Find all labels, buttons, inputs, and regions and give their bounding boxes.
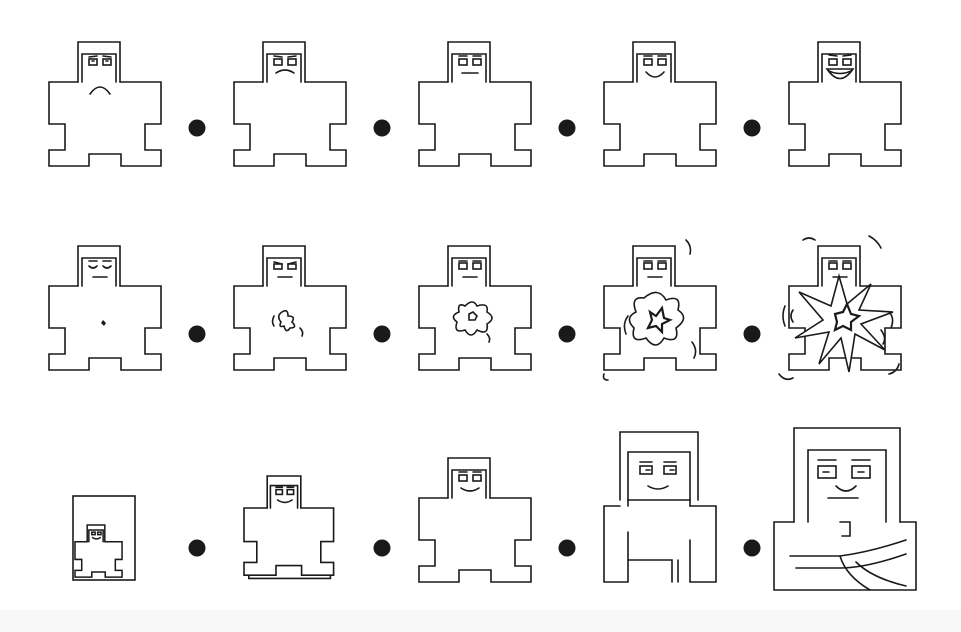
- separator-dot: [743, 539, 761, 557]
- separator-dot: [373, 119, 391, 137]
- figure-smile: [603, 41, 717, 167]
- figure-large-blob: [602, 239, 717, 381]
- figure-small-blob: [233, 245, 347, 371]
- figure-huge-bust-arms-crossed: [773, 427, 917, 591]
- separator-dot: [743, 119, 761, 137]
- separator-dot: [373, 325, 391, 343]
- separator-dot: [743, 325, 761, 343]
- row-inner-burst: [48, 235, 902, 381]
- figure-large-bust: [603, 431, 717, 583]
- separator-dot: [188, 119, 206, 137]
- figure-explosion: [778, 235, 902, 381]
- figure-neutral: [418, 41, 532, 167]
- bottom-band: [0, 610, 961, 632]
- separator-dot: [558, 119, 576, 137]
- figure-slight-frown: [233, 41, 347, 167]
- figure-medium-blob: [418, 245, 532, 371]
- separator-dot: [373, 539, 391, 557]
- figure-big-grin: [788, 41, 902, 167]
- separator-dot: [188, 539, 206, 557]
- separator-dot: [188, 325, 206, 343]
- row-mood: [48, 41, 902, 167]
- figure-tiny-in-frame: [72, 495, 136, 581]
- figure-small: [243, 475, 335, 580]
- row-growth: [72, 427, 917, 591]
- separator-dot: [558, 539, 576, 557]
- figure-frown: [48, 41, 162, 167]
- separator-dot: [558, 325, 576, 343]
- figure-medium: [418, 457, 532, 583]
- figure-speck: [48, 245, 162, 371]
